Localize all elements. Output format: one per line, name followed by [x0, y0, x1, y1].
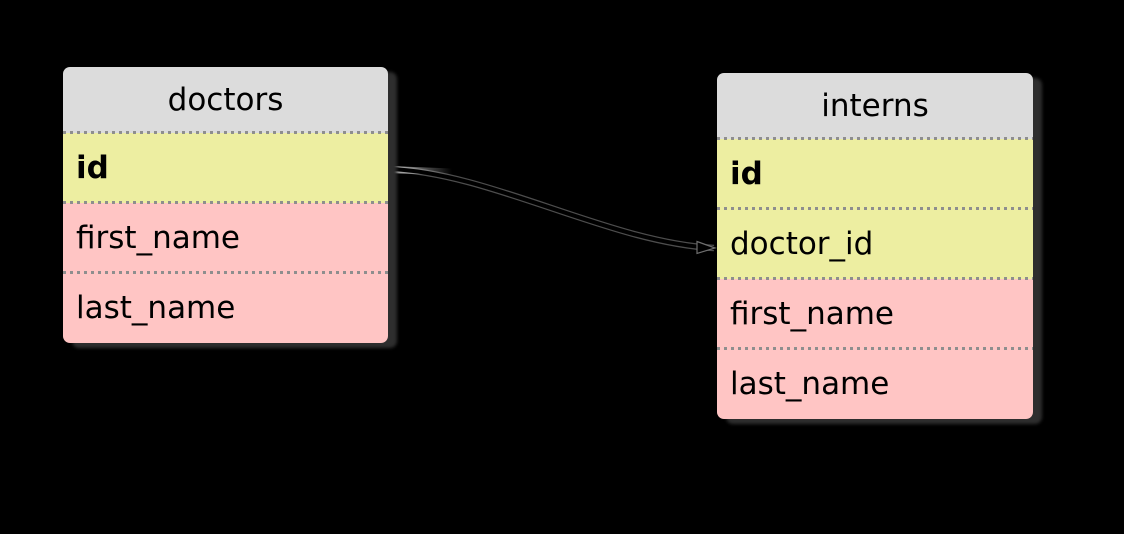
column-label: last_name [76, 290, 236, 326]
table-interns[interactable]: interns id doctor_id first_name last_nam… [717, 73, 1033, 419]
column-label: first_name [730, 296, 894, 332]
column-label: doctor_id [730, 226, 874, 262]
column-doctors-first-name[interactable]: first_name [63, 201, 388, 273]
connector-start-highlight [387, 166, 453, 176]
connector-arrowhead-icon [696, 240, 717, 255]
column-interns-doctor-id[interactable]: doctor_id [717, 207, 1033, 279]
column-interns-last-name[interactable]: last_name [717, 347, 1033, 419]
column-label: id [76, 150, 109, 186]
column-doctors-id[interactable]: id [63, 131, 388, 203]
connector-curve-outline [388, 165, 715, 252]
column-doctors-last-name[interactable]: last_name [63, 271, 388, 343]
table-doctors-title: doctors [167, 82, 284, 118]
column-interns-first-name[interactable]: first_name [717, 277, 1033, 349]
column-label: last_name [730, 366, 890, 402]
table-interns-title: interns [821, 88, 929, 124]
column-label: first_name [76, 220, 240, 256]
table-doctors-header: doctors [63, 67, 388, 133]
table-interns-header: interns [717, 73, 1033, 139]
column-label: id [730, 156, 763, 192]
table-doctors[interactable]: doctors id first_name last_name [63, 67, 388, 343]
connector-curve [388, 167, 715, 250]
column-interns-id[interactable]: id [717, 137, 1033, 209]
